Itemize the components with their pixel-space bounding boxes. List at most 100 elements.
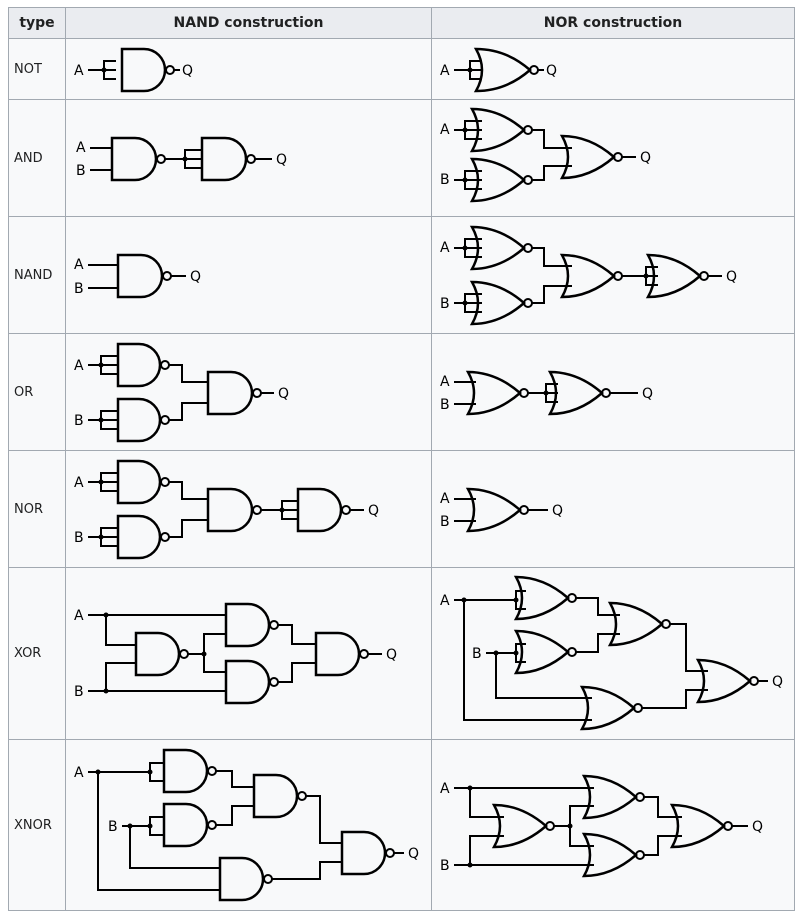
input-label-a: A [74, 358, 84, 374]
row-and: AND A B Q A [8, 99, 795, 217]
nor-gate-symbol [581, 832, 638, 878]
inversion-bubble [359, 649, 369, 659]
nand-gate-symbol [224, 659, 271, 705]
input-label-b: B [440, 397, 450, 413]
input-label-b: B [108, 819, 118, 835]
input-label-a: A [74, 257, 84, 273]
nor-construction-cell: A Q [431, 38, 795, 100]
inversion-bubble [246, 154, 256, 164]
output-label-q: Q [408, 846, 419, 862]
row-type-label: NAND [8, 216, 66, 334]
input-label-b: B [472, 646, 482, 662]
nor-gate-symbol [469, 225, 526, 271]
nor-construction-cell: A B Q [431, 450, 795, 568]
row-or: OR A B [8, 333, 795, 451]
inversion-bubble [252, 505, 262, 515]
nand-construction-cell: A B Q [65, 333, 432, 451]
inversion-bubble [297, 791, 307, 801]
or-nand-circuit: A B Q [74, 342, 289, 443]
row-nand: NAND A B Q A [8, 216, 795, 334]
inversion-bubble [263, 874, 273, 884]
input-label-a: A [440, 491, 450, 507]
nor-construction-cell: A B [431, 216, 795, 334]
nand-gate-symbol [162, 748, 209, 794]
nor-gate-symbol [469, 157, 526, 203]
xor-nand-circuit: A B [74, 602, 397, 705]
nand-gate-symbol [296, 487, 343, 533]
input-label-a: A [440, 593, 450, 609]
input-label-a: A [440, 374, 450, 390]
output-label-q: Q [642, 386, 653, 402]
logic-gate-table: type NAND construction NOR construction … [8, 7, 795, 911]
nor-gate-symbol [559, 134, 616, 180]
nand-construction-cell: A B [65, 739, 432, 911]
row-xnor: XNOR A B [8, 739, 795, 911]
nand-gate-symbol [206, 487, 254, 533]
inversion-bubble [269, 620, 279, 630]
input-label-b: B [74, 281, 84, 297]
output-label-q: Q [726, 269, 737, 285]
or-nor-circuit: A B Q [440, 370, 653, 416]
nand-gate-symbol [110, 136, 158, 182]
xnor-nor-circuit: A B [440, 774, 763, 878]
input-label-b: B [76, 163, 86, 179]
output-label-q: Q [640, 150, 651, 166]
inversion-bubble [160, 415, 170, 425]
row-type-label: OR [8, 333, 66, 451]
inversion-bubble [207, 766, 217, 776]
input-label-b: B [440, 858, 450, 874]
nor-gate-symbol [513, 629, 570, 675]
input-label-b: B [74, 684, 84, 700]
nand-gate-symbol [116, 253, 164, 299]
nand-construction-cell: A B Q [65, 99, 432, 217]
and-nor-circuit: A B Q [440, 107, 651, 203]
nor-gate-symbol [547, 370, 604, 416]
inversion-bubble [341, 505, 351, 515]
nor-gate-symbol [669, 803, 726, 849]
input-label-a: A [74, 475, 84, 491]
nor-nor-circuit: A B Q [440, 487, 563, 533]
output-label-q: Q [772, 674, 783, 690]
xor-nor-circuit: A B [440, 575, 783, 731]
nand-construction-cell: A B [65, 567, 432, 740]
nor-construction-cell: A B Q [431, 333, 795, 451]
header-nor-construction: NOR construction [431, 7, 795, 39]
nor-construction-cell: A B [431, 739, 795, 911]
nor-gate-symbol [465, 370, 522, 416]
nand-nor-circuit: A B [440, 225, 737, 326]
input-label-a: A [76, 140, 86, 156]
not-nand-circuit: A Q [74, 47, 193, 93]
output-label-q: Q [386, 647, 397, 663]
nor-gate-symbol [473, 47, 532, 93]
inversion-bubble [156, 154, 166, 164]
input-label-a: A [74, 765, 84, 781]
inversion-bubble [160, 360, 170, 370]
row-type-label: XOR [8, 567, 66, 740]
input-label-b: B [440, 296, 450, 312]
nand-gate-symbol [252, 773, 299, 819]
nand-gate-symbol [340, 830, 387, 876]
nand-gate-symbol [116, 514, 162, 560]
nor-gate-symbol [695, 658, 752, 704]
nor-construction-cell: A B [431, 567, 795, 740]
row-not: NOT A Q A [8, 38, 795, 100]
nor-gate-symbol [469, 280, 526, 326]
output-label-q: Q [276, 152, 287, 168]
nand-gate-symbol [314, 631, 361, 677]
nand-construction-cell: A B [65, 450, 432, 568]
nor-gate-symbol [491, 803, 548, 849]
nand-gate-symbol [116, 397, 162, 443]
input-label-b: B [440, 172, 450, 188]
output-label-q: Q [552, 503, 563, 519]
nand-gate-symbol [218, 856, 265, 902]
nor-construction-cell: A B Q [431, 99, 795, 217]
input-label-b: B [74, 530, 84, 546]
inversion-bubble [252, 388, 262, 398]
nand-gate-symbol [224, 602, 271, 648]
xnor-nand-circuit: A B [74, 748, 419, 902]
inversion-bubble [179, 649, 189, 659]
and-nand-circuit: A B Q [76, 136, 287, 182]
row-nor: NOR A B [8, 450, 795, 568]
nor-gate-symbol [579, 685, 636, 731]
nor-gate-symbol [465, 487, 522, 533]
